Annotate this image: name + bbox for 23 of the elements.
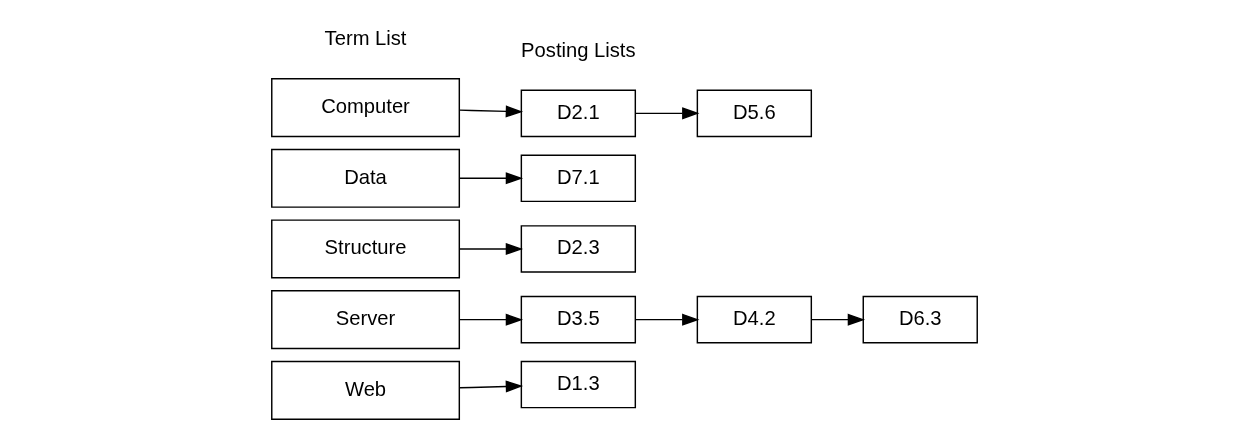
arrow (810, 313, 865, 326)
label: Posting Lists (520, 38, 636, 61)
arrow (458, 313, 523, 326)
node-box: Computer (270, 78, 460, 138)
node-box: D3.5 (520, 295, 636, 344)
node-box: D7.1 (520, 154, 636, 203)
node-box: Server (270, 290, 460, 350)
arrow (458, 242, 523, 256)
node-box: D2.3 (520, 225, 636, 273)
node-box: D5.6 (696, 89, 812, 138)
node-box: D1.3 (520, 360, 636, 409)
node-box: D2.1 (520, 89, 636, 138)
arrow (458, 380, 523, 393)
arrow (634, 107, 699, 120)
node-box: D4.2 (696, 295, 812, 344)
arrow (458, 172, 523, 185)
arrow (458, 105, 523, 118)
node-box: D6.3 (862, 295, 978, 344)
node-box: Data (270, 148, 460, 208)
arrow (634, 313, 699, 326)
label: Term List (324, 27, 406, 50)
node-box: Web (270, 360, 460, 420)
node-box: Structure (270, 219, 460, 279)
